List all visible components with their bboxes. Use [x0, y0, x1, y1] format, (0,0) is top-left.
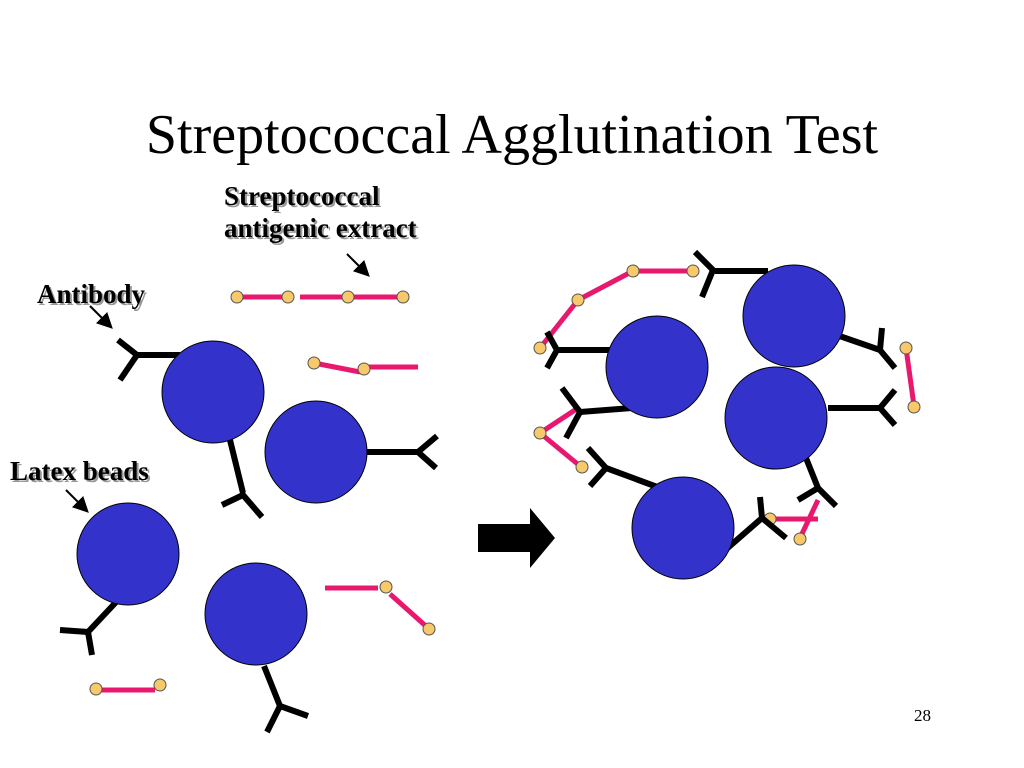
antigen-bridge: [899, 341, 921, 414]
antibody-pointer-arrow: [89, 305, 113, 329]
free-antigen-fragment: [300, 290, 410, 304]
beads-pointer-arrow: [65, 489, 89, 513]
latex-bead: [204, 562, 310, 734]
antigen-bridge: [763, 498, 821, 546]
latex-bead: [631, 476, 735, 580]
free-antigen-fragment: [89, 678, 167, 696]
latex-beads-label: Latex beads: [10, 456, 149, 486]
antigenic-extract-label-line1: Streptococcal: [224, 181, 380, 211]
latex-bead: [116, 337, 265, 519]
antigenic-extract-label-line2: antigenic extract: [224, 213, 417, 243]
latex-bead: [59, 502, 180, 656]
latex-bead: [264, 400, 439, 504]
extract-pointer-arrow: [346, 253, 370, 277]
antigen-bridge: [533, 405, 589, 474]
free-antigen-fragment: [325, 580, 436, 636]
slide-title: Streptococcal Agglutination Test: [145, 104, 879, 166]
latex-bead: [742, 264, 846, 368]
antigen-bridge: [533, 264, 700, 355]
slide-page-number: 28: [914, 706, 931, 725]
reaction-arrow: [478, 508, 555, 568]
free-antigen-fragment: [307, 356, 418, 376]
antigenic-extract-label: Streptococcal antigenic extract: [224, 180, 417, 244]
agglutinated-cluster: [533, 249, 921, 580]
antibody-label: Antibody: [37, 279, 146, 309]
latex-bead: [724, 366, 828, 470]
free-antigen-fragment: [230, 290, 295, 304]
latex-bead: [605, 315, 709, 419]
